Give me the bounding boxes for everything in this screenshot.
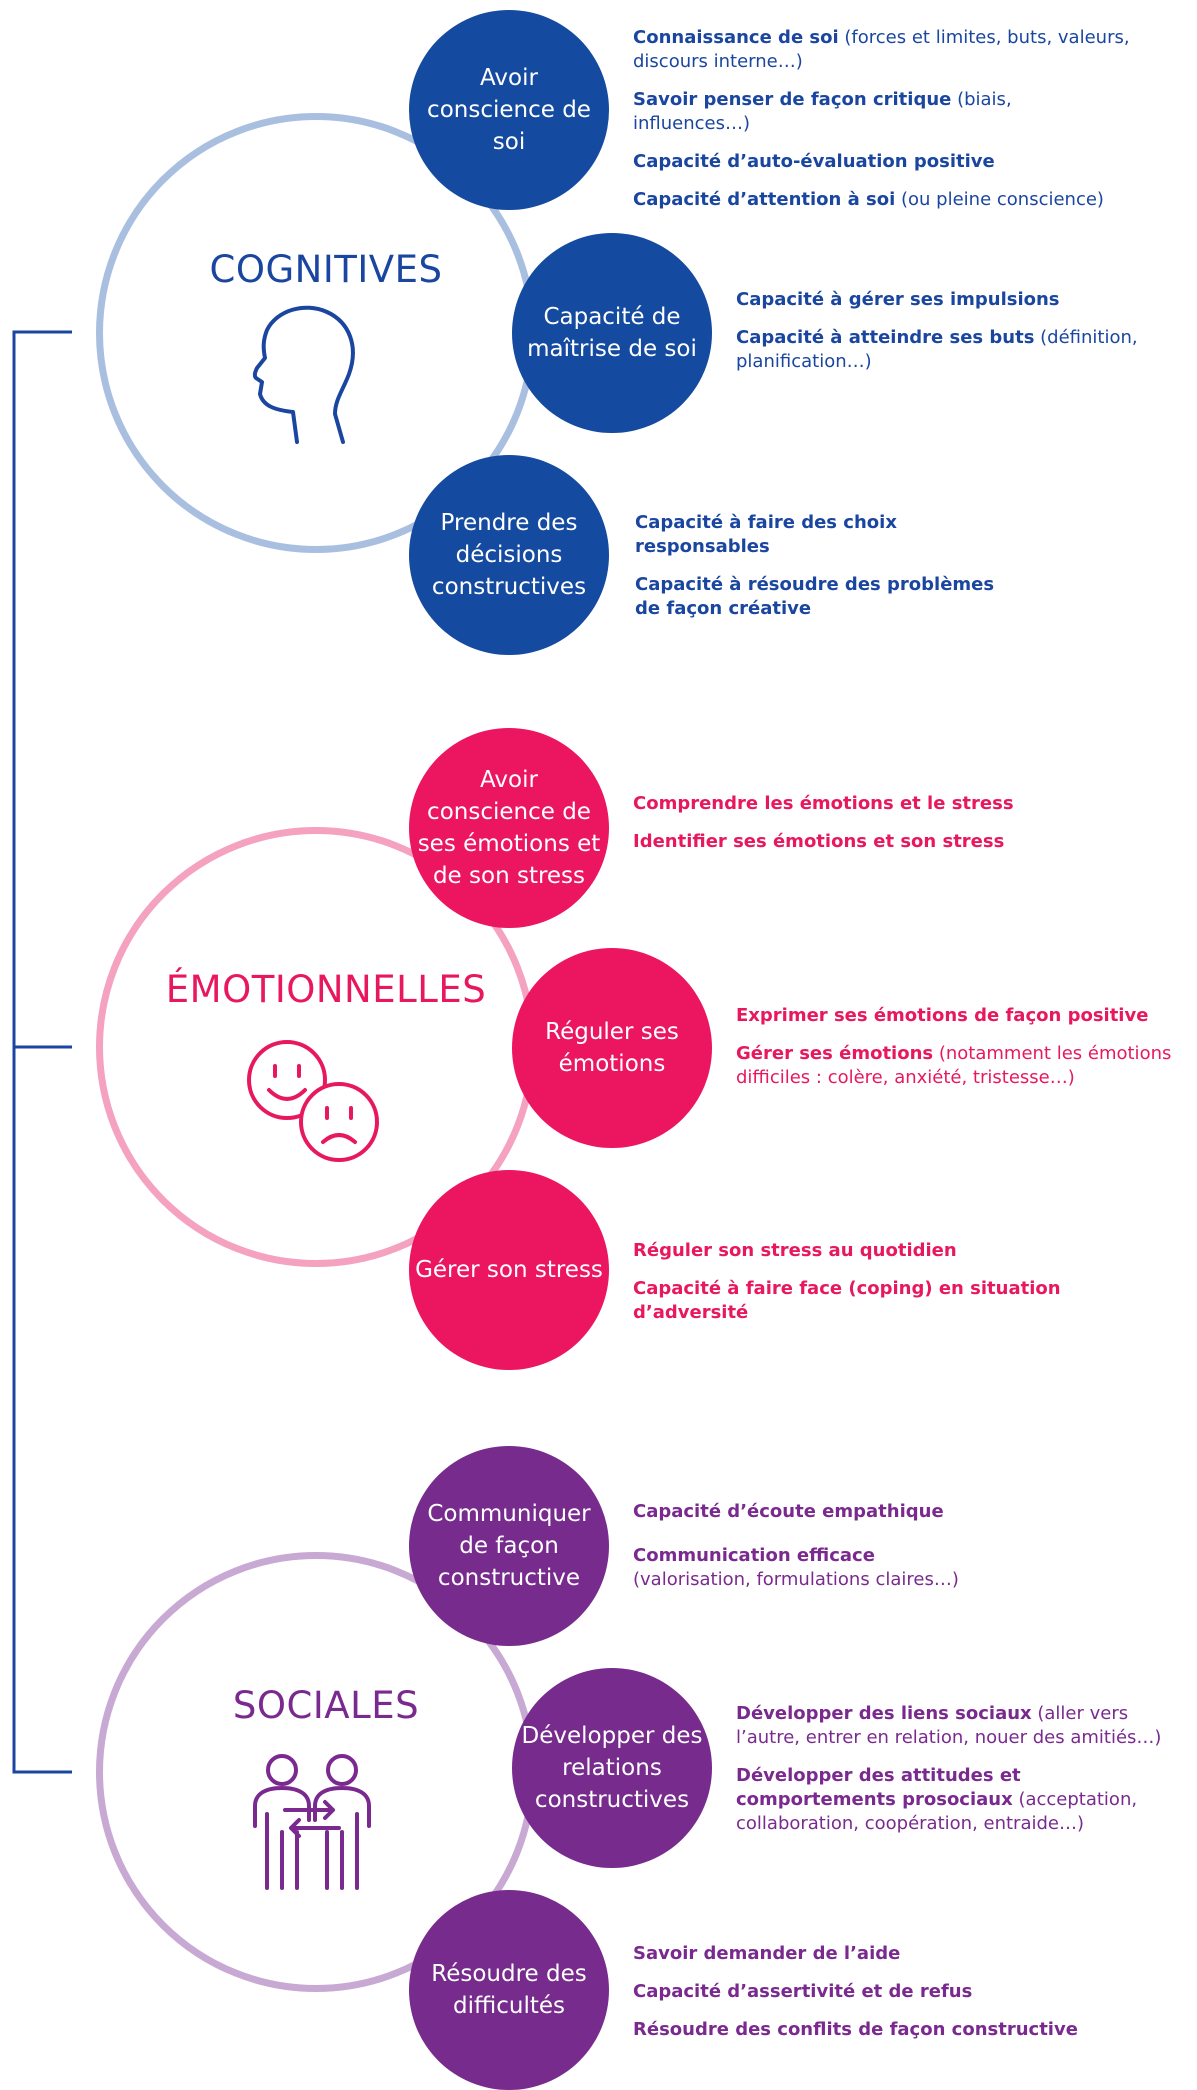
list-item: Capacité d’assertivité et de refus bbox=[633, 1981, 973, 2002]
skill-items-communiquer: Capacité d’écoute empathique Communicati… bbox=[633, 1500, 1053, 1606]
skill-bubble-communiquer: Communiquer de façon constructive bbox=[409, 1446, 609, 1646]
list-item: Communication efficace (valorisation, fo… bbox=[633, 1545, 959, 1590]
skill-bubble-conscience-emotions: Avoir conscience de ses émotions et de s… bbox=[409, 728, 609, 928]
skill-items-decisions: Capacité à faire des choix responsables … bbox=[635, 511, 1015, 635]
list-item: Capacité à gérer ses impulsions bbox=[736, 289, 1060, 310]
list-item: Capacité d’attention à soi (ou pleine co… bbox=[633, 189, 1104, 210]
list-item: Capacité d’auto-évaluation positive bbox=[633, 151, 995, 172]
list-item: Capacité à atteindre ses buts (définitio… bbox=[736, 327, 1138, 372]
skill-bubble-maitrise-de-soi: Capacité de maîtrise de soi bbox=[512, 233, 712, 433]
list-item: Développer des liens sociaux (aller vers… bbox=[736, 1703, 1162, 1748]
skill-items-relations: Développer des liens sociaux (aller vers… bbox=[736, 1702, 1186, 1850]
skill-items-maitrise-de-soi: Capacité à gérer ses impulsions Capacité… bbox=[736, 288, 1156, 388]
list-item: Gérer ses émotions (notamment les émotio… bbox=[736, 1043, 1172, 1088]
category-title-emotionnelles: ÉMOTIONNELLES bbox=[165, 968, 487, 1011]
list-item: Résoudre des conflits de façon construct… bbox=[633, 2019, 1078, 2040]
skill-bubble-conscience-de-soi: Avoir conscience de soi bbox=[409, 10, 609, 210]
list-item: Savoir demander de l’aide bbox=[633, 1943, 901, 1964]
list-item: Capacité à faire des choix responsables bbox=[635, 512, 897, 557]
skill-bubble-reguler-emotions: Réguler ses émotions bbox=[512, 948, 712, 1148]
happy-sad-faces-icon bbox=[247, 1040, 379, 1162]
skill-bubble-difficultes: Résoudre des difficultés bbox=[409, 1890, 609, 2090]
head-profile-icon bbox=[252, 305, 355, 444]
skill-items-gerer-stress: Réguler son stress au quotidien Capacité… bbox=[633, 1239, 1173, 1339]
list-item: Capacité à faire face (coping) en situat… bbox=[633, 1278, 1061, 1323]
two-people-exchange-icon bbox=[253, 1754, 371, 1890]
category-title-cognitives: COGNITIVES bbox=[209, 248, 443, 291]
skill-bubble-relations: Développer des relations constructives bbox=[512, 1668, 712, 1868]
list-item: Capacité à résoudre des problèmes de faç… bbox=[635, 574, 995, 619]
list-item: Développer des attitudes et comportement… bbox=[736, 1765, 1138, 1834]
category-bracket bbox=[12, 330, 72, 1774]
list-item: Exprimer ses émotions de façon positive bbox=[736, 1005, 1149, 1026]
category-title-sociales: SOCIALES bbox=[232, 1684, 420, 1727]
list-item: Identifier ses émotions et son stress bbox=[633, 831, 1005, 852]
list-item: Comprendre les émotions et le stress bbox=[633, 793, 1014, 814]
list-item: Réguler son stress au quotidien bbox=[633, 1240, 957, 1261]
skill-items-conscience-emotions: Comprendre les émotions et le stress Ide… bbox=[633, 792, 1053, 868]
skill-items-reguler-emotions: Exprimer ses émotions de façon positive … bbox=[736, 1004, 1176, 1104]
skill-bubble-gerer-stress: Gérer son stress bbox=[409, 1170, 609, 1370]
list-item: Connaissance de soi (forces et limites, … bbox=[633, 27, 1130, 72]
list-item: Savoir penser de façon critique (biais, … bbox=[633, 89, 1012, 134]
skill-items-conscience-de-soi: Connaissance de soi (forces et limites, … bbox=[633, 26, 1133, 226]
list-item: Capacité d’écoute empathique bbox=[633, 1501, 944, 1522]
skill-bubble-decisions: Prendre des décisions constructives bbox=[409, 455, 609, 655]
skill-items-difficultes: Savoir demander de l’aide Capacité d’ass… bbox=[633, 1942, 1093, 2056]
